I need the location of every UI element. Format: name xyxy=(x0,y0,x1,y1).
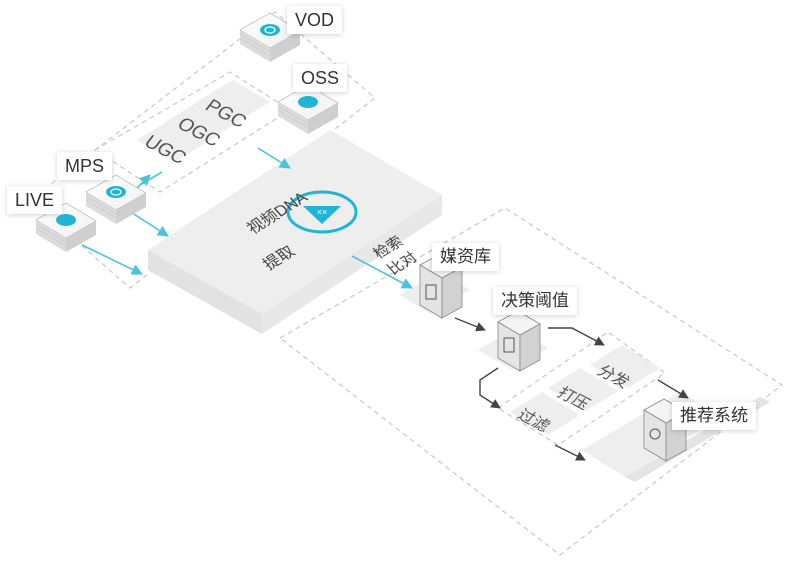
vod-label: VOD xyxy=(287,6,343,34)
recommendation-system-label: 推荐系统 xyxy=(672,402,756,430)
arrow-decision-to-distribute xyxy=(548,327,605,346)
server-icon xyxy=(425,284,437,300)
ugc-tile xyxy=(137,116,214,162)
link-icon xyxy=(260,24,280,36)
action-tile-distribute xyxy=(590,345,660,388)
arrow-live-to-dna xyxy=(81,244,144,275)
oss-box xyxy=(277,84,339,134)
refresh-icon xyxy=(106,186,126,198)
arrow-filter-to-recommend xyxy=(554,444,586,461)
broadcast-icon xyxy=(56,214,76,226)
processing-region xyxy=(278,207,784,556)
media-library-label: 媒资库 xyxy=(432,243,499,271)
action-tile-filter xyxy=(510,392,580,435)
arrow-library-to-decision xyxy=(454,317,486,332)
mps-box xyxy=(85,174,147,224)
cloud-icon xyxy=(298,96,318,108)
chart-icon xyxy=(503,337,515,353)
decision-server xyxy=(497,310,541,372)
vod-box xyxy=(239,12,301,62)
dna-extraction-panel xyxy=(148,130,442,314)
disc-icon xyxy=(649,428,661,440)
svg-text:××: ×× xyxy=(317,207,328,217)
oss-label: OSS xyxy=(293,64,348,92)
sources-region xyxy=(29,11,376,289)
mps-label: MPS xyxy=(57,152,113,180)
arrow-decision-to-filter xyxy=(479,367,501,409)
arrow-pgc-to-dna xyxy=(257,147,291,169)
live-box xyxy=(35,202,97,252)
decision-threshold-label: 决策阈值 xyxy=(493,287,577,315)
arrow-dna-to-library xyxy=(351,255,413,289)
arrow-actions-to-recommend xyxy=(657,379,689,399)
live-label: LIVE xyxy=(7,186,63,214)
dna-logo: ×× xyxy=(286,190,358,234)
arrow-live-to-mps xyxy=(139,171,163,186)
action-tile-suppress xyxy=(548,368,618,411)
